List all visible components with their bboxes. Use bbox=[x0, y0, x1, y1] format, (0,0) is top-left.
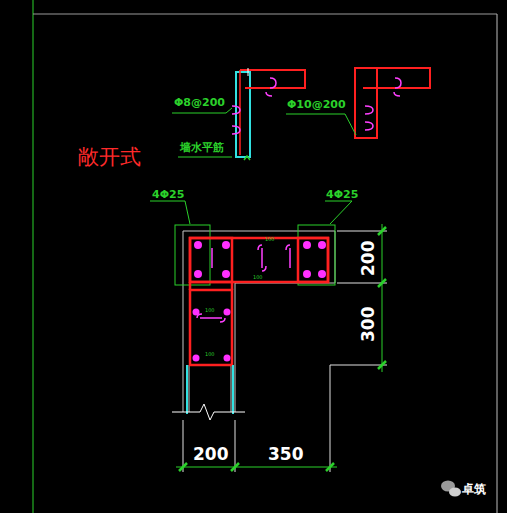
dimension-line bbox=[176, 467, 337, 468]
spacing-note: 100 bbox=[205, 352, 215, 357]
dimension-text: 350 bbox=[268, 446, 304, 463]
rebar-spec: Φ8@200 bbox=[174, 97, 225, 108]
frame-line bbox=[497, 14, 498, 513]
edge-zone bbox=[298, 225, 335, 285]
spacing-note: 100 bbox=[205, 308, 215, 313]
break-line bbox=[172, 404, 245, 420]
spacing-note: 100 bbox=[265, 237, 275, 242]
watermark: 卓筑 bbox=[462, 483, 486, 495]
rebar-dot bbox=[193, 241, 327, 362]
bar-note: 墙水平筋 bbox=[180, 142, 224, 153]
stirrup bbox=[190, 238, 328, 365]
section-title: 敞开式 bbox=[78, 147, 141, 168]
watermark-icon bbox=[441, 481, 461, 497]
leader-line bbox=[150, 201, 190, 224]
hook-detail bbox=[355, 68, 430, 138]
dimension-tick bbox=[378, 227, 386, 369]
rebar-spec: 4Φ25 bbox=[152, 189, 184, 200]
frame-line bbox=[33, 14, 497, 15]
dimension-line bbox=[183, 365, 330, 472]
leader-line bbox=[172, 108, 232, 113]
wall-outline bbox=[183, 231, 335, 412]
dimension-line bbox=[330, 231, 387, 365]
dimension-text: 200 bbox=[193, 446, 229, 463]
edge-zone bbox=[175, 225, 210, 285]
wall-bar bbox=[187, 365, 233, 414]
rebar-spec: Φ10@200 bbox=[287, 99, 346, 110]
frame-line bbox=[33, 0, 34, 513]
dimension-tick bbox=[179, 463, 334, 471]
dimension-text: 300 bbox=[360, 307, 377, 343]
spacing-note: 100 bbox=[253, 275, 263, 280]
dimension-text: 200 bbox=[360, 241, 377, 277]
leader-line bbox=[325, 201, 352, 224]
rebar-spec: 4Φ25 bbox=[326, 189, 358, 200]
dimension-line bbox=[382, 224, 383, 372]
leader-line bbox=[178, 157, 232, 158]
tie-hook bbox=[197, 245, 290, 322]
leader-line bbox=[286, 114, 356, 135]
